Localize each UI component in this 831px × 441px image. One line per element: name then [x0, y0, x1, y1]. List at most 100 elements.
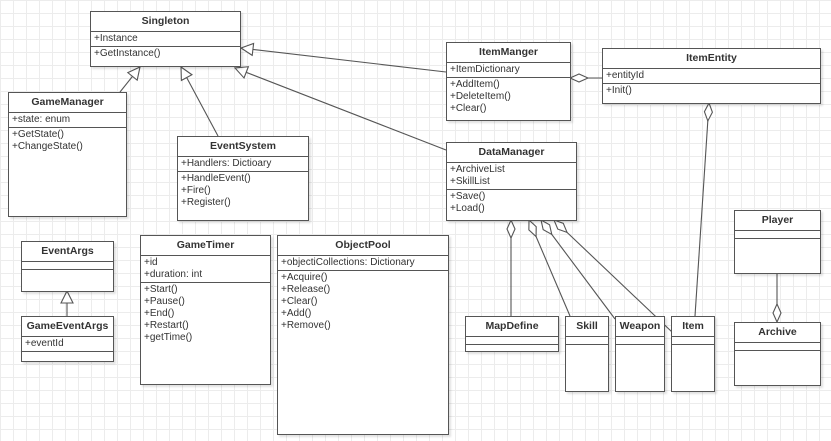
class-skill[interactable]: Skill — [565, 316, 609, 392]
attribute: +Handlers: Dictioary — [181, 158, 272, 169]
attribute: +ArchiveList — [450, 164, 505, 175]
attribute: +entityId — [606, 70, 645, 81]
operation: +GetInstance() — [94, 48, 161, 59]
class-eventargs[interactable]: EventArgs — [21, 241, 114, 292]
edge-datamanager-singleton — [235, 68, 447, 151]
edge-itemmanger-singleton — [241, 48, 447, 73]
operation: +Load() — [450, 203, 485, 214]
class-operations: +Init() — [603, 84, 820, 98]
class-attributes: +ItemDictionary — [447, 63, 570, 78]
class-attributes: +eventId — [22, 337, 113, 352]
class-name: ItemManger — [447, 43, 570, 63]
class-gameeventargs[interactable]: GameEventArgs+eventId — [21, 316, 114, 362]
class-operations: +GetInstance() — [91, 47, 240, 61]
edge-weapon-datamanager — [541, 220, 616, 320]
class-gamemanager[interactable]: GameManager+state: enum +GetState()+Chang… — [8, 92, 127, 217]
class-attributes — [466, 337, 558, 345]
class-name: Archive — [735, 323, 820, 343]
class-operations — [22, 352, 113, 359]
operation: +GetState() — [12, 129, 64, 140]
class-name: Weapon — [616, 317, 664, 337]
class-name: Singleton — [91, 12, 240, 32]
edge-item-datamanager — [554, 220, 673, 333]
class-attributes — [22, 262, 113, 270]
class-archive[interactable]: Archive — [734, 322, 821, 386]
class-attributes — [735, 231, 820, 239]
operation: +Start() — [144, 284, 178, 295]
attribute: +duration: int — [144, 269, 203, 280]
attribute: +state: enum — [12, 114, 71, 125]
class-operations — [672, 345, 714, 352]
class-gametimer[interactable]: GameTimer+id+duration: int+Start()+Pause… — [140, 235, 271, 385]
class-attributes — [616, 337, 664, 345]
class-datamanager[interactable]: DataManager+ArchiveList+SkillList+Save()… — [446, 142, 577, 221]
class-operations — [22, 270, 113, 277]
class-operations — [735, 351, 820, 358]
class-name: Item — [672, 317, 714, 337]
class-operations — [566, 345, 608, 352]
class-itemmanger[interactable]: ItemManger+ItemDictionary+AddItem()+Dele… — [446, 42, 571, 121]
operation: +End() — [144, 308, 175, 319]
attribute: +Instance — [94, 33, 138, 44]
operation: +Save() — [450, 191, 486, 202]
operation: +Clear() — [281, 296, 318, 307]
edge-eventsystem-singleton — [181, 67, 219, 137]
edge-item-itementity — [694, 103, 709, 317]
class-operations: +GetState()+ChangeState() — [9, 128, 126, 154]
class-objectpool[interactable]: ObjectPool+objectiCollections: Dictionar… — [277, 235, 449, 435]
class-attributes — [566, 337, 608, 345]
class-operations — [466, 345, 558, 352]
class-eventsystem[interactable]: EventSystem+Handlers: Dictioary +HandleEv… — [177, 136, 309, 221]
class-itementity[interactable]: ItemEntity+entityId+Init() — [602, 48, 821, 104]
class-operations: +Start()+Pause()+End()+Restart()+getTime… — [141, 283, 270, 345]
class-attributes: +Handlers: Dictioary — [178, 157, 308, 172]
operation: +Restart() — [144, 320, 189, 331]
operation: +HandleEvent() — [181, 173, 251, 184]
class-name: Player — [735, 211, 820, 231]
class-name: DataManager — [447, 143, 576, 163]
class-name: MapDefine — [466, 317, 558, 337]
operation: +AddItem() — [450, 79, 500, 90]
class-name: Skill — [566, 317, 608, 337]
operation: +ChangeState() — [12, 141, 83, 152]
class-name: EventSystem — [178, 137, 308, 157]
class-name: GameEventArgs — [22, 317, 113, 337]
operation: +Register() — [181, 197, 231, 208]
class-attributes — [735, 343, 820, 351]
class-player[interactable]: Player — [734, 210, 821, 274]
class-attributes: +entityId — [603, 69, 820, 84]
class-attributes — [672, 337, 714, 345]
attribute: +eventId — [25, 338, 64, 349]
operation: +Remove() — [281, 320, 331, 331]
class-operations — [616, 345, 664, 352]
class-attributes: +state: enum — [9, 113, 126, 128]
operation: +Acquire() — [281, 272, 328, 283]
attribute: +ItemDictionary — [450, 64, 520, 75]
operation: +Clear() — [450, 103, 487, 114]
operation: +Pause() — [144, 296, 185, 307]
edge-gamemanager-singleton — [119, 67, 140, 93]
class-attributes: +objectiCollections: Dictionary — [278, 256, 448, 271]
class-name: GameManager — [9, 93, 126, 113]
class-name: GameTimer — [141, 236, 270, 256]
attribute: +id — [144, 257, 158, 268]
class-operations: +HandleEvent()+Fire()+Register() — [178, 172, 308, 210]
class-operations: +Save()+Load() — [447, 190, 576, 216]
class-name: ObjectPool — [278, 236, 448, 256]
class-operations — [735, 239, 820, 246]
class-operations: +Acquire()+Release()+Clear()+Add()+Remov… — [278, 271, 448, 333]
class-weapon[interactable]: Weapon — [615, 316, 665, 392]
operation: +Init() — [606, 85, 632, 96]
class-singleton[interactable]: Singleton+Instance +GetInstance() — [90, 11, 241, 67]
class-name: EventArgs — [22, 242, 113, 262]
class-attributes: +id+duration: int — [141, 256, 270, 283]
attribute: +SkillList — [450, 176, 490, 187]
class-attributes: +Instance — [91, 32, 240, 47]
class-mapdefine[interactable]: MapDefine — [465, 316, 559, 352]
operation: +Release() — [281, 284, 331, 295]
class-attributes: +ArchiveList+SkillList — [447, 163, 576, 190]
operation: +getTime() — [144, 332, 193, 343]
class-item[interactable]: Item — [671, 316, 715, 392]
edge-skill-datamanager — [529, 220, 571, 317]
